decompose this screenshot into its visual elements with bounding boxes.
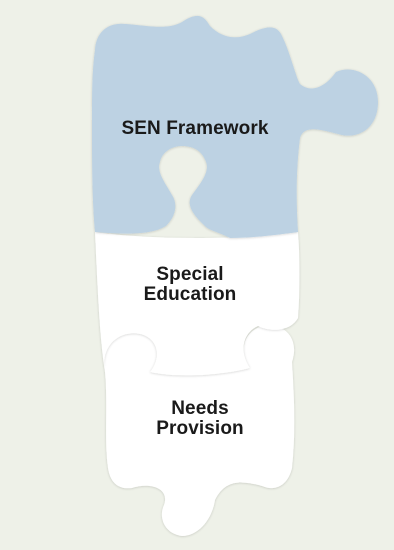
top-piece-label: SEN Framework [95, 119, 295, 139]
middle-piece-label-line-2: Education [143, 284, 237, 305]
puzzle-piece-bottom [104, 325, 295, 536]
middle-piece-label: Special Education [120, 265, 260, 305]
bottom-piece-label: Needs Provision [130, 399, 270, 439]
puzzle-piece-middle [95, 232, 300, 376]
bottom-piece-label-line-1: Needs [171, 398, 229, 419]
bottom-piece-label-line-2: Provision [156, 418, 244, 439]
top-piece-label-line-1: SEN Framework [121, 118, 269, 139]
puzzle-piece-top [92, 15, 378, 239]
middle-piece-label-line-1: Special [156, 264, 224, 285]
